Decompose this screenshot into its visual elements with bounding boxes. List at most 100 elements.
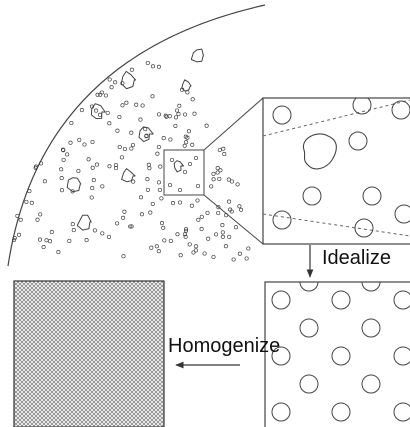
pore — [44, 238, 49, 243]
pore — [49, 230, 54, 235]
pore — [71, 228, 76, 233]
pore — [139, 212, 144, 217]
pore — [145, 187, 150, 192]
pore — [211, 254, 216, 260]
pore — [156, 112, 162, 117]
pore — [175, 232, 180, 237]
pore — [162, 238, 167, 243]
pore — [129, 130, 134, 135]
pore — [184, 140, 189, 145]
pore — [228, 207, 233, 212]
pore — [68, 140, 73, 145]
magnified-pore — [394, 204, 410, 224]
pore — [239, 207, 244, 212]
pore — [145, 177, 150, 182]
pore — [82, 142, 87, 147]
pore — [95, 92, 100, 97]
pore — [149, 245, 154, 250]
pore — [220, 230, 225, 235]
pore — [237, 251, 242, 256]
pore — [217, 147, 222, 153]
pore — [177, 103, 182, 108]
pore — [121, 215, 126, 220]
specimen-pores — [11, 60, 251, 262]
pore — [84, 238, 89, 243]
pore — [150, 201, 155, 206]
idealized-pore — [271, 290, 291, 310]
void — [121, 168, 136, 183]
void — [190, 48, 204, 63]
pore — [148, 210, 153, 215]
pore — [220, 234, 225, 239]
pore — [129, 224, 134, 229]
pore — [90, 139, 95, 145]
pore — [59, 176, 64, 181]
dashed-line-lower — [263, 213, 410, 237]
pore — [183, 112, 188, 117]
pore — [11, 237, 17, 243]
pore — [76, 168, 81, 173]
zoom-line-top — [203, 97, 264, 151]
magnified-pore — [362, 186, 382, 206]
idealized-pore — [331, 346, 351, 366]
pore — [100, 184, 105, 189]
pore — [164, 114, 169, 119]
void — [120, 70, 137, 90]
magnified-pore — [272, 210, 292, 230]
pore — [185, 135, 190, 140]
pore — [129, 67, 134, 72]
magnified-pore — [348, 131, 368, 151]
pore — [233, 225, 239, 230]
pore — [61, 157, 66, 162]
idealized-pore — [361, 282, 381, 292]
pore — [27, 189, 32, 194]
pore — [209, 184, 214, 189]
pore — [177, 200, 183, 205]
pore — [177, 187, 183, 193]
pore — [193, 248, 198, 253]
pore — [122, 209, 127, 214]
pore — [117, 144, 122, 150]
pore — [35, 217, 40, 222]
idealized-pore — [331, 402, 351, 422]
pore — [90, 165, 95, 170]
pore — [91, 178, 96, 183]
idealized-pore — [393, 290, 410, 310]
pore — [150, 64, 156, 69]
pore — [199, 214, 204, 219]
pore — [211, 177, 216, 182]
pore — [169, 157, 175, 163]
pore — [113, 80, 118, 85]
pore — [189, 203, 194, 208]
magnified-pore — [272, 105, 292, 125]
pore — [195, 198, 200, 203]
pore — [79, 108, 84, 113]
pore — [202, 251, 207, 256]
pore — [122, 146, 127, 152]
pore — [145, 60, 150, 66]
pore — [144, 133, 149, 138]
pore — [221, 146, 226, 151]
pore — [215, 166, 220, 171]
pore — [59, 188, 64, 193]
pore — [244, 256, 249, 261]
pore — [16, 232, 22, 237]
pore — [56, 250, 61, 255]
pore — [205, 210, 210, 215]
pore — [86, 157, 91, 162]
pore — [107, 164, 112, 169]
pore — [150, 94, 155, 99]
pore — [158, 164, 163, 169]
pore — [187, 242, 192, 247]
pore — [103, 93, 108, 98]
pore — [216, 205, 221, 210]
pore — [70, 222, 75, 227]
pore — [156, 144, 161, 150]
pore — [107, 121, 112, 126]
pore — [113, 162, 118, 168]
pore — [215, 170, 220, 175]
pore — [134, 102, 139, 107]
pore — [65, 152, 70, 157]
pore — [246, 246, 251, 251]
